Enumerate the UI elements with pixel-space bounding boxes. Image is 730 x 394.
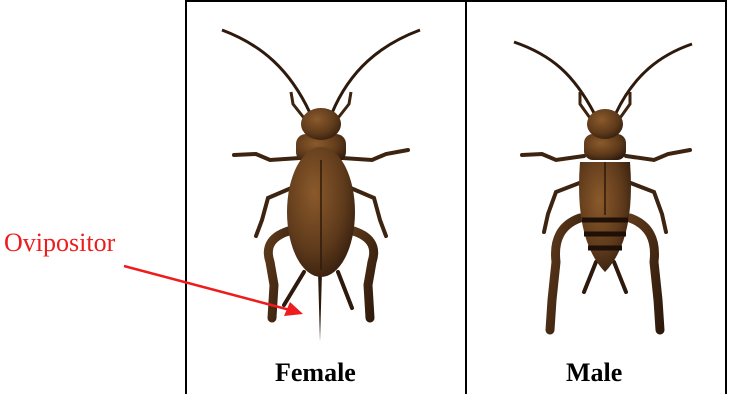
female-antenna-left [222, 30, 310, 113]
ovipositor-label: Ovipositor [4, 228, 115, 258]
female-head [301, 108, 341, 140]
panel-label-male: Male [566, 358, 622, 388]
male-antenna-right [616, 44, 692, 113]
male-cricket-illustration [514, 42, 692, 330]
ovipositor [318, 272, 322, 342]
panel-label-female: Female [275, 358, 356, 388]
male-head [587, 109, 623, 139]
female-antenna-right [332, 30, 420, 113]
male-antenna-left [514, 42, 594, 113]
female-cricket-illustration [222, 30, 420, 342]
